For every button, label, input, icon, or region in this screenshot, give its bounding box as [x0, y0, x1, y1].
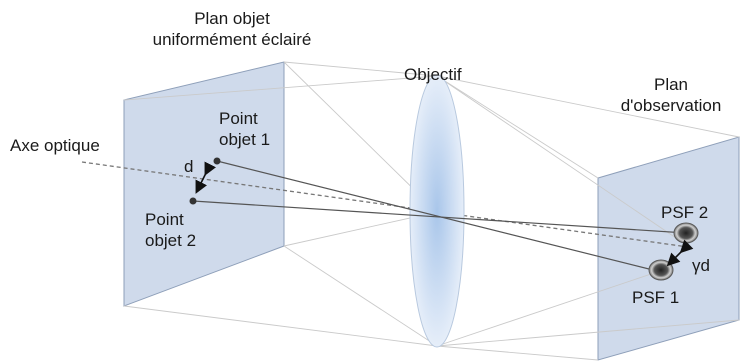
point-object-2-label-line2: objet 2 [145, 231, 197, 250]
observation-plane [597, 136, 740, 361]
point-object-1-label-line2: objet 1 [219, 130, 271, 149]
optical-axis-line [81, 161, 689, 248]
psf-2-spot [673, 222, 699, 244]
distance-arrow [195, 161, 217, 194]
scaled-distance-label: γd [692, 256, 710, 275]
optical-axis-label: Axe optique [10, 136, 100, 155]
point-object-1-label: Point objet 1 [219, 108, 270, 150]
object-plane-title-line2: uniformément éclairé [152, 30, 312, 49]
point-object-2-label: Point objet 2 [145, 209, 196, 251]
observation-plane-title-line2: d'observation [620, 96, 722, 115]
point-object-2 [189, 197, 197, 205]
scaled-distance-arrow [666, 239, 694, 267]
chief-rays [192, 160, 687, 272]
psf-1-label: PSF 1 [632, 288, 680, 307]
objective-lens [409, 74, 465, 348]
observation-plane-title-line1: Plan [653, 75, 689, 94]
distance-label: d [184, 157, 194, 176]
point-object-2-label-line1: Point [145, 210, 184, 229]
point-object-1 [213, 157, 221, 165]
object-plane-title: Plan objet uniformément éclairé [132, 8, 332, 50]
point-object-1-label-line1: Point [219, 109, 258, 128]
objective-title: Objectif [404, 65, 462, 84]
object-plane-title-line1: Plan objet [194, 9, 270, 28]
psf-2-label: PSF 2 [661, 203, 709, 222]
observation-plane-title: Plan d'observation [606, 74, 736, 116]
